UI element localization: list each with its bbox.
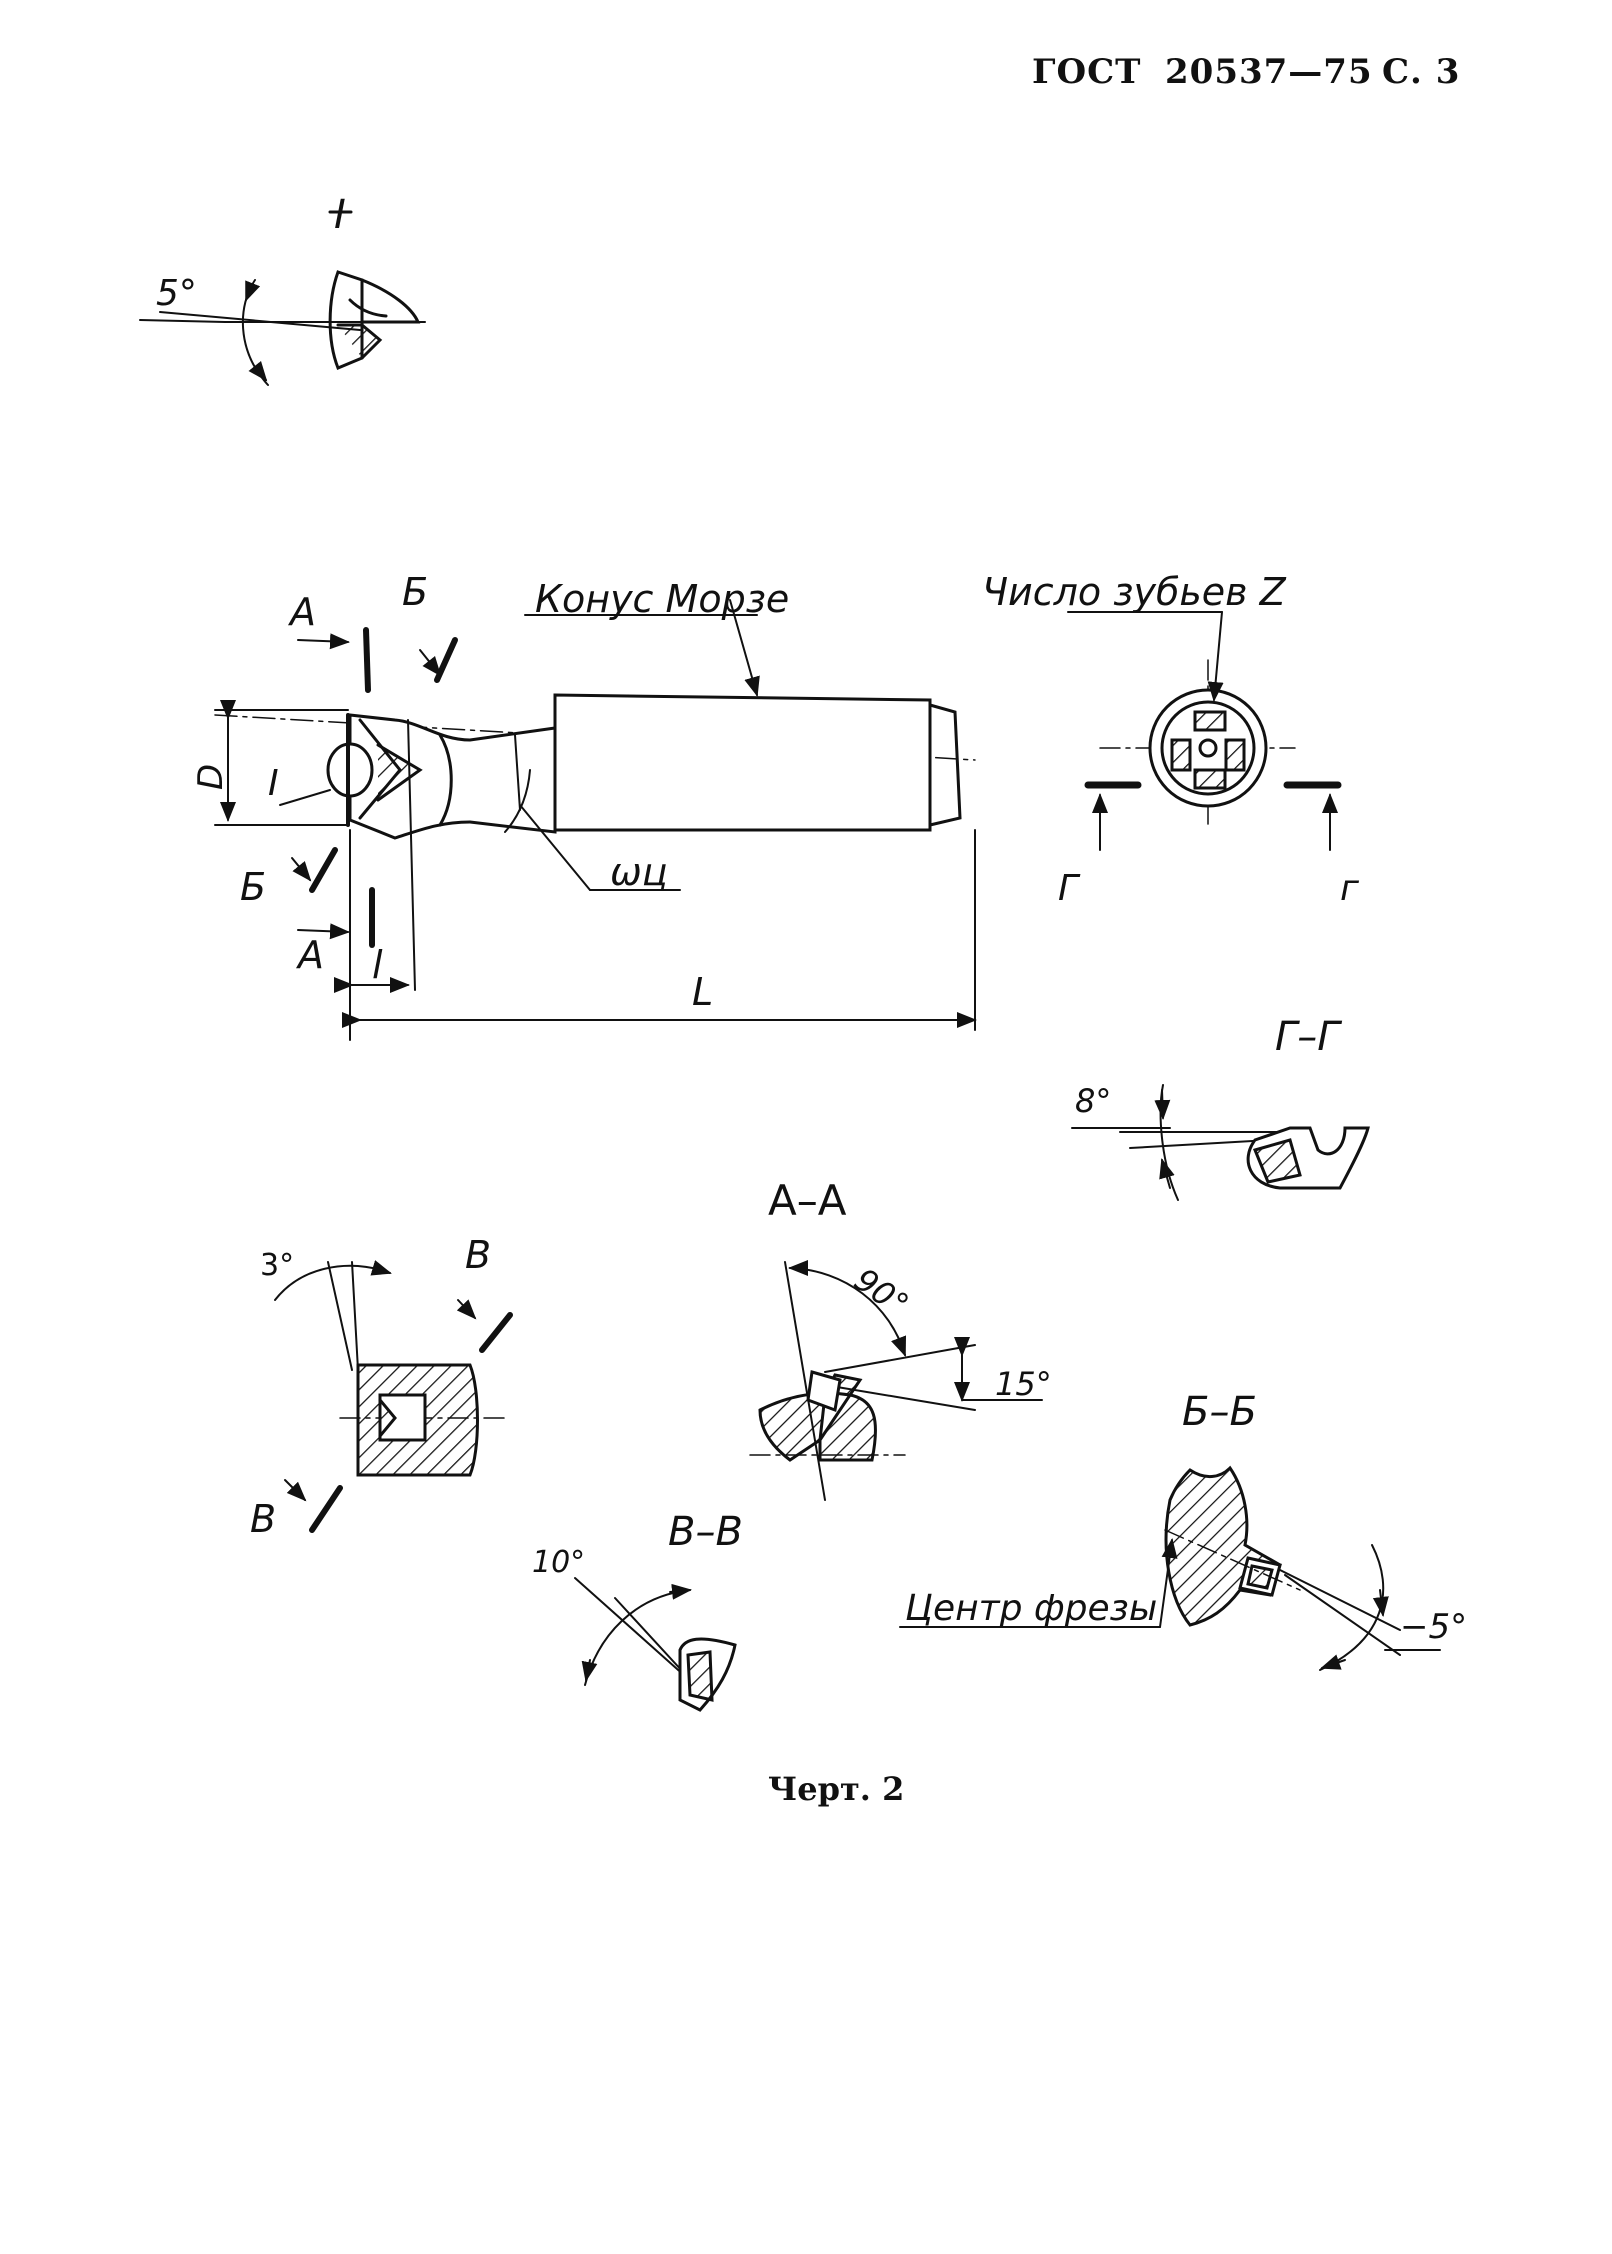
drawing-labels: I 5° А Б Конус Морзе Число зубьев Z D I … bbox=[156, 192, 1467, 1647]
figure-caption: Черт. 2 bbox=[768, 1770, 905, 1808]
section-BB-view bbox=[899, 1465, 1441, 1671]
section-AA-view bbox=[749, 1260, 1043, 1501]
omega-label: ωц bbox=[610, 850, 668, 894]
detail-I-view bbox=[139, 210, 426, 386]
arrow-G-label: Г bbox=[1058, 868, 1081, 909]
standard-number: 20537—75 bbox=[1165, 52, 1373, 92]
section-VV-title: В–В bbox=[668, 1509, 743, 1555]
section-BB-title: Б–Б bbox=[1182, 1389, 1257, 1435]
mill-center-label: Центр фрезы bbox=[905, 1588, 1157, 1629]
arrow-V-top-label: В bbox=[465, 1233, 491, 1277]
section-VV-view bbox=[574, 1577, 737, 1712]
arrow-B-top-label: Б bbox=[402, 570, 428, 614]
dim-l-label: l bbox=[372, 943, 383, 987]
arrow-V-bottom-label: В bbox=[250, 1497, 276, 1541]
angle-minus5-label: −5° bbox=[1400, 1607, 1467, 1647]
cutter-side-view bbox=[274, 1260, 513, 1533]
angle-10-label: 10° bbox=[532, 1545, 585, 1580]
section-AA-title: А–А bbox=[768, 1176, 847, 1225]
section-GG-title: Г–Г bbox=[1275, 1014, 1342, 1060]
mark-I-label: I bbox=[268, 763, 279, 804]
angle-15-label: 15° bbox=[995, 1365, 1052, 1403]
standard-label: ГОСТ bbox=[1032, 52, 1142, 92]
angle-8-label: 8° bbox=[1075, 1082, 1111, 1120]
cutter-end-view bbox=[1067, 611, 1342, 851]
detail-I-label: I bbox=[334, 192, 346, 238]
diameter-D-label: D bbox=[191, 764, 231, 790]
angle-90-label: 90° bbox=[847, 1260, 915, 1324]
cutter-main-view bbox=[214, 599, 977, 1041]
teeth-count-label: Число зубьев Z bbox=[982, 570, 1287, 614]
angle-5-label: 5° bbox=[156, 273, 197, 314]
morse-cone-label: Конус Морзе bbox=[535, 577, 789, 621]
dim-L-label: L bbox=[692, 970, 713, 1014]
section-GG-view bbox=[1071, 1084, 1370, 1201]
page-number: С. 3 bbox=[1382, 52, 1461, 92]
arrow-A-top-label: А bbox=[287, 590, 316, 634]
arrow-B-bottom-label: Б bbox=[240, 865, 266, 909]
angle-3-label: 3° bbox=[260, 1248, 294, 1283]
arrow-A-bottom-label: А bbox=[295, 933, 324, 977]
arrow-g-label: г bbox=[1340, 868, 1360, 909]
